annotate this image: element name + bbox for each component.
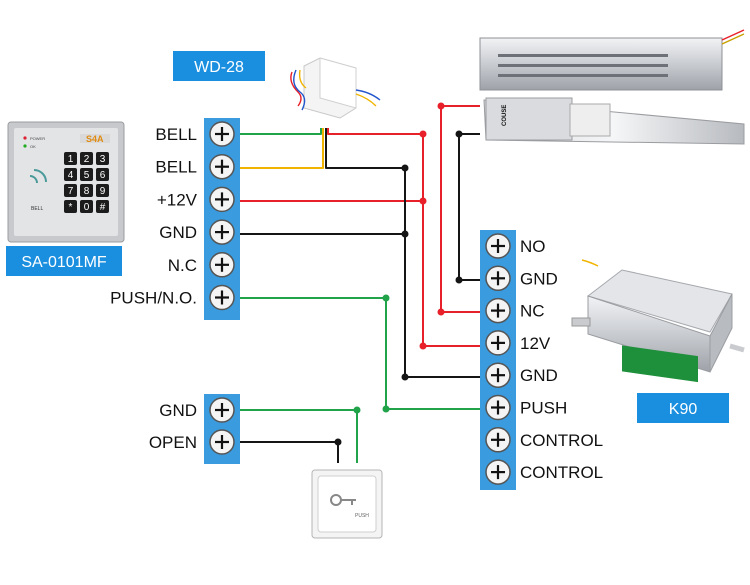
power-terminal: NC xyxy=(485,297,545,324)
power-tag: K90 xyxy=(637,393,729,423)
wire-lock-nc xyxy=(440,105,487,313)
keypad-key: 0 xyxy=(80,200,93,213)
power-terminal-label: GND xyxy=(520,269,558,288)
keypad-terminal-label: +12V xyxy=(157,190,198,209)
keypad-terminal: N.C xyxy=(168,252,235,278)
keypad-key-label: 5 xyxy=(84,170,90,181)
keypad-key: 1 xyxy=(64,152,77,165)
wire-exit-open xyxy=(238,441,339,463)
keypad-key-label: 1 xyxy=(68,154,74,165)
wire-bell-1 xyxy=(238,128,322,135)
power-terminal: NO xyxy=(485,233,546,259)
keypad-key: 9 xyxy=(96,184,109,197)
keypad-key: 3 xyxy=(96,152,109,165)
wire-bell-power xyxy=(327,128,423,135)
keypad-key: * xyxy=(64,200,77,213)
keypad-key-label: 0 xyxy=(84,202,90,213)
keypad-terminal: GND xyxy=(159,219,235,245)
wires xyxy=(238,105,487,463)
keypad-terminal: BELL xyxy=(155,153,235,180)
power-terminal: 12V xyxy=(485,330,551,356)
power-terminal-label: 12V xyxy=(520,334,551,353)
exit-terminal-strip: GND OPEN xyxy=(149,394,240,464)
keypad-bell-label: BELL xyxy=(31,206,43,212)
keypad-key-label: 6 xyxy=(100,170,106,181)
keypad-led-ok-label: OK xyxy=(30,144,36,149)
power-terminal: CONTROL xyxy=(485,459,603,485)
power-terminal-label: CONTROL xyxy=(520,463,603,482)
keypad-key: 7 xyxy=(64,184,77,197)
keypad-ok-led xyxy=(23,144,27,148)
keypad-key-label: * xyxy=(69,202,73,213)
keypad-key-label: 9 xyxy=(100,186,106,197)
power-terminal-label: GND xyxy=(520,366,558,385)
keypad-terminal-label: BELL xyxy=(155,125,197,144)
wire-lock-gnd xyxy=(458,133,487,281)
keypad-terminal-label: N.C xyxy=(168,256,197,275)
wire-exit-gnd xyxy=(238,409,358,463)
wire-bell-2 xyxy=(238,128,324,169)
power-terminal-label: PUSH xyxy=(520,399,567,418)
keypad-terminal-label: GND xyxy=(159,223,197,242)
junction-dots xyxy=(334,102,463,446)
keypad-brand: S4A xyxy=(86,134,104,144)
exit-terminal-label: GND xyxy=(159,401,197,420)
keypad-terminal-label: BELL xyxy=(155,158,197,177)
keypad-key-label: 8 xyxy=(84,186,90,197)
magnetic-lock: COUSE xyxy=(479,29,745,145)
doorbell-tag: WD-28 xyxy=(173,51,265,81)
keypad-terminal: BELL xyxy=(155,121,235,147)
wire-bell-gnd xyxy=(325,128,405,169)
keypad-led-power-label: POWER xyxy=(30,136,45,141)
exit-button-device: PUSH xyxy=(311,469,383,539)
keypad-power-led xyxy=(23,136,27,140)
keypad-key: 5 xyxy=(80,168,93,181)
keypad-terminal: PUSH/N.O. xyxy=(110,284,235,311)
keypad-key-label: 4 xyxy=(68,170,74,181)
keypad-tag: SA-0101MF xyxy=(6,246,122,276)
keypad-key: 4 xyxy=(64,168,77,181)
doorbell-tag-label: WD-28 xyxy=(194,59,244,76)
power-terminal: GND xyxy=(485,362,558,388)
exit-terminal: OPEN xyxy=(149,429,235,455)
keypad-terminal-label: PUSH/N.O. xyxy=(110,289,197,308)
keypad-tag-label: SA-0101MF xyxy=(21,254,107,271)
keypad-key-label: 7 xyxy=(68,186,74,197)
lock-brand: COUSE xyxy=(502,105,508,126)
keypad-terminal: +12V xyxy=(157,186,235,213)
power-terminal: PUSH xyxy=(485,394,567,421)
keypad-key-label: # xyxy=(100,202,106,213)
power-terminal: CONTROL xyxy=(485,427,603,453)
power-terminal-block xyxy=(622,345,698,383)
keypad-key: 2 xyxy=(80,152,93,165)
keypad-key: 6 xyxy=(96,168,109,181)
power-terminal: GND xyxy=(485,265,558,292)
exit-terminal-label: OPEN xyxy=(149,433,197,452)
power-supply-device xyxy=(571,259,745,383)
wire-12v-bus xyxy=(422,134,487,347)
exit-terminal: GND xyxy=(159,397,235,423)
keypad-terminal-strip: BELL BELL +12V GND N.C PUSH/N.O. xyxy=(110,118,240,320)
power-terminal-label: CONTROL xyxy=(520,431,603,450)
power-terminal-strip: NO GND NC 12V GND PUSH CONTROL CONTROL xyxy=(480,230,603,490)
power-tag-label: K90 xyxy=(669,401,698,418)
exit-button-text: PUSH xyxy=(355,513,369,519)
wire-push-no xyxy=(238,297,487,410)
keypad-key-label: 3 xyxy=(100,154,106,165)
power-terminal-label: NC xyxy=(520,302,545,321)
keypad-key-label: 2 xyxy=(84,154,90,165)
doorbell-device xyxy=(290,57,381,119)
power-terminal-label: NO xyxy=(520,237,546,256)
rfid-icon xyxy=(33,169,47,183)
keypad-key: 8 xyxy=(80,184,93,197)
keypad-key: # xyxy=(96,200,109,213)
